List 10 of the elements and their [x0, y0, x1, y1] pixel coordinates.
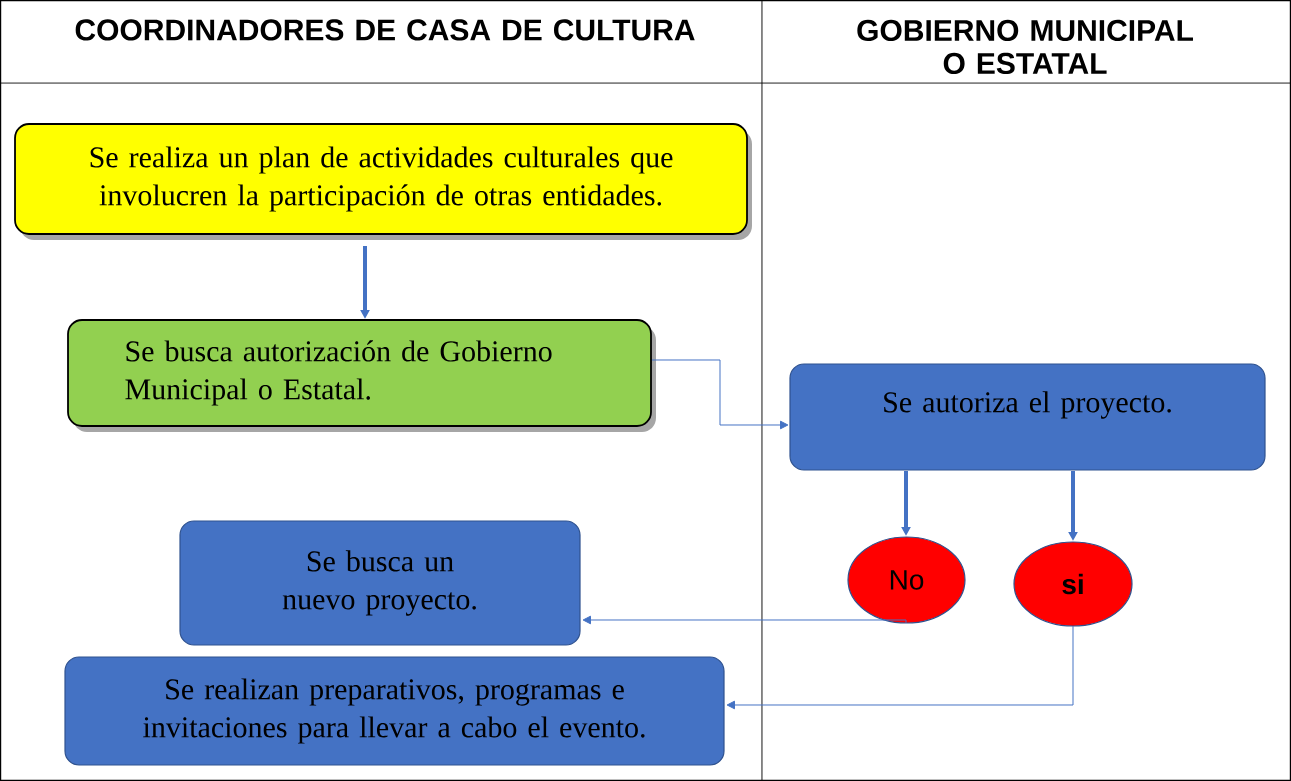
arrow	[651, 359, 789, 430]
process-box: Se realizan preparativos, programas e invitaciones para llevar a cabo el evento.	[64, 656, 725, 766]
arrow	[582, 615, 907, 625]
process-box: Se busca autorización de Gobierno Municipal o Estatal.	[67, 319, 656, 432]
arrow	[726, 625, 1074, 710]
column-header: COORDINADORES DE CASA DE CULTURA	[75, 19, 695, 41]
process-box: Se realiza un plan de actividades culturales que involucren la participación de otras entidades.	[14, 123, 752, 240]
column-header: GOBIERNO MUNICIPAL O ESTATAL	[857, 19, 1193, 75]
process-box: Se busca un nuevo proyecto.	[179, 520, 581, 646]
process-box: Se autoriza el proyecto.	[789, 363, 1266, 471]
